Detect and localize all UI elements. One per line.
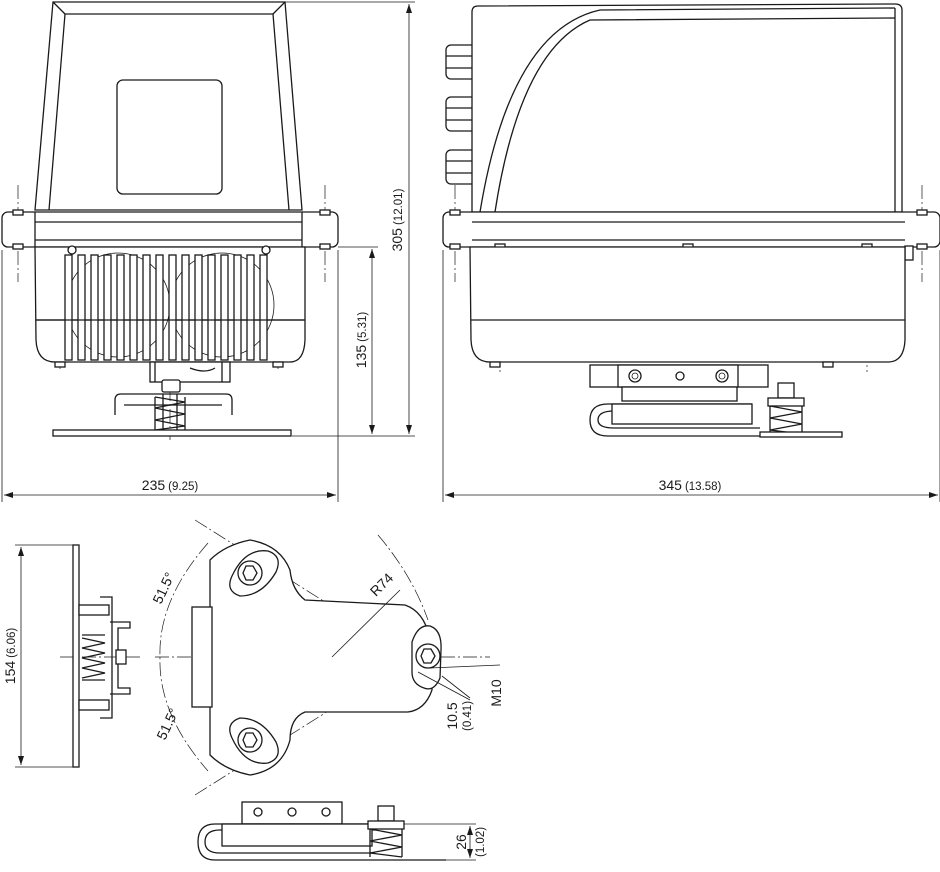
dim-26-secondary: (1.02) [475, 827, 487, 857]
dim-135-label: 135(5.31) [353, 312, 369, 369]
bracket-side-view: 154(6.06) [2, 544, 140, 768]
dim-26-label: 26 [453, 834, 469, 850]
bracket-bottom-view: 26 (1.02) [197, 801, 487, 861]
bracket-top-view: 51.5° 51.5° R74 10.5 (0.41) M10 [149, 519, 504, 796]
front-view: 235(9.25) 305(12.01) 135(5.31) [1, 1, 415, 502]
slot-label-secondary: (0.41) [462, 701, 474, 731]
side-view: 345(13.58) [442, 3, 940, 502]
dim-235-label: 235(9.25) [142, 477, 199, 493]
angle-upper-label: 51.5° [149, 570, 177, 607]
dim-345-label: 345(13.58) [659, 477, 722, 493]
radius-label: R74 [367, 570, 397, 600]
dim-154-label: 154(6.06) [2, 628, 18, 685]
thread-label: M10 [488, 679, 504, 706]
dim-305-label: 305(12.01) [389, 188, 405, 251]
cooling-fins [64, 254, 268, 361]
slot-label: 10.5 [444, 702, 460, 729]
angle-lower-label: 51.5° [153, 706, 181, 743]
